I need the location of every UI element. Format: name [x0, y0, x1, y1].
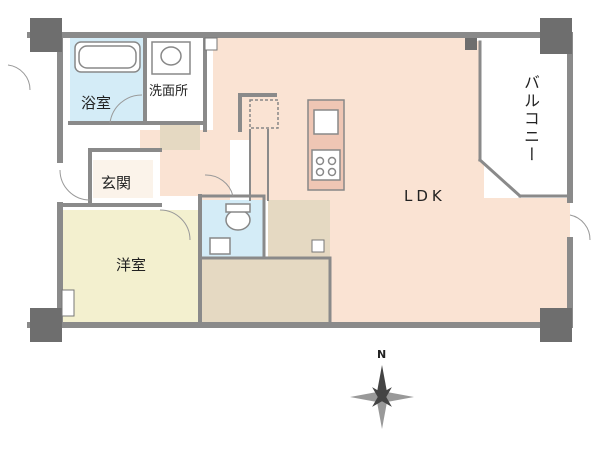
- pillar-center: [465, 38, 477, 50]
- balcony-door-right: [569, 214, 591, 241]
- room-label-entrance: 玄関: [101, 174, 132, 192]
- hand-basin: [209, 237, 231, 255]
- room-label-bathroom: 浴室: [81, 94, 112, 112]
- room-label-western-room: 洋室: [116, 256, 147, 274]
- kitchen-stove: [311, 149, 341, 181]
- room-label-ldk: LDK: [404, 187, 446, 205]
- bath-door: [109, 94, 143, 124]
- entrance-floor: [93, 160, 153, 198]
- room-label-washroom: 洗面所: [149, 84, 189, 99]
- balcony-floor: [484, 38, 570, 198]
- fridge-space: [249, 99, 279, 129]
- pillar-bottom-left: [30, 308, 62, 342]
- room-label-balcony: バルコニー: [521, 74, 540, 164]
- storage-floor-3: [160, 123, 200, 150]
- entrance-door: [59, 169, 91, 201]
- storage-floor-2: [200, 258, 330, 322]
- toilet-bowl: [225, 209, 251, 231]
- walls: [27, 32, 573, 328]
- front-door-left: [7, 64, 31, 91]
- western-door: [159, 209, 191, 241]
- bathtub: [74, 41, 141, 73]
- fixtures: [74, 41, 345, 255]
- western-room-floor: [60, 210, 200, 322]
- hall-door: [204, 174, 234, 197]
- compass-north-label: N: [377, 348, 387, 361]
- kitchen-sink: [313, 109, 339, 135]
- pillar-top-left: [30, 18, 62, 52]
- pillars: [30, 18, 572, 342]
- compass-rose: [350, 365, 414, 429]
- pillar-top-right: [540, 18, 572, 54]
- doors: [7, 64, 591, 241]
- vents: [61, 37, 325, 317]
- pillar-bottom-right: [540, 308, 572, 342]
